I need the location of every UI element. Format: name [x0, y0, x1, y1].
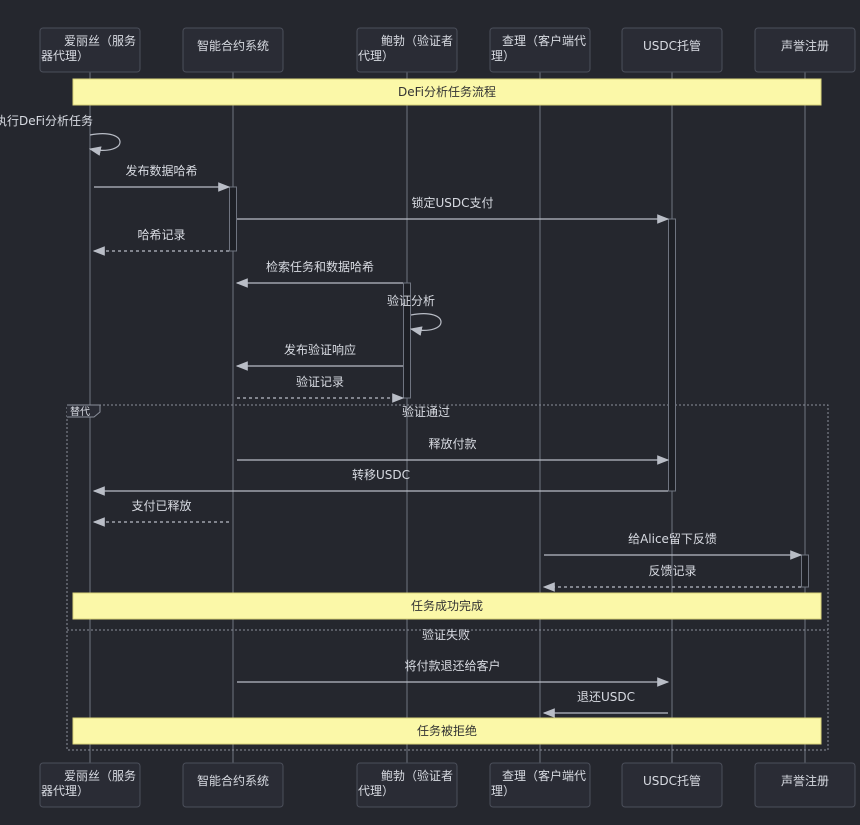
participant-label: 理） [491, 49, 515, 63]
participant-bottom [621, 762, 723, 808]
message-label: 检索任务和数据哈希 [266, 259, 374, 274]
participant-bottom [39, 762, 141, 808]
participant-top [39, 27, 141, 73]
activation-bar [403, 282, 411, 399]
message-label: 发布数据哈希 [125, 163, 197, 178]
participant-bottom [182, 762, 284, 808]
message-label: 转移USDC [352, 467, 410, 482]
message-label: 反馈记录 [648, 564, 696, 578]
participant-label: 爱丽丝（服务 [64, 768, 136, 783]
participant-label: 爱丽丝（服务 [64, 33, 136, 48]
participant-label: 理） [491, 784, 515, 798]
participant-label: 智能合约系统 [197, 38, 269, 53]
participant-label: 鲍勃（验证者 [381, 768, 453, 783]
note-text: 任务成功完成 [411, 598, 483, 613]
participant-bottom [489, 762, 591, 808]
note-text: DeFi分析任务流程 [398, 84, 496, 99]
participant-top [621, 27, 723, 73]
participant-bottom [754, 762, 856, 808]
participant-label: 查理（客户端代 [502, 768, 586, 783]
alt-label: 替代 [70, 405, 90, 418]
activation-bar [801, 554, 809, 588]
participant-label: 声誉注册 [781, 773, 829, 788]
participant-top [182, 27, 284, 73]
participant-top [356, 27, 458, 73]
message-label: 哈希记录 [137, 227, 185, 242]
activation-bar [229, 186, 237, 252]
participant-label: 代理） [358, 784, 394, 798]
message-label: 执行DeFi分析任务 [0, 113, 93, 128]
participant-label: USDC托管 [643, 38, 701, 53]
message-label: 给Alice留下反馈 [628, 532, 717, 546]
note-text: 任务被拒绝 [417, 723, 477, 738]
participant-label: 声誉注册 [781, 38, 829, 53]
message-label: 验证分析 [387, 293, 435, 308]
participant-label: USDC托管 [643, 773, 701, 788]
alt-label-box [67, 404, 101, 418]
participant-label: 查理（客户端代 [502, 33, 586, 48]
self-message-arrow [409, 313, 442, 336]
participant-top [489, 27, 591, 73]
self-message-arrow [88, 133, 121, 156]
participant-label: 代理） [358, 49, 394, 63]
message-label: 发布验证响应 [284, 342, 356, 357]
message-label: 退还USDC [577, 690, 635, 704]
message-label: 支付已释放 [131, 498, 191, 513]
participant-label: 智能合约系统 [197, 773, 269, 788]
note [72, 78, 822, 106]
alt-frame [66, 404, 829, 751]
alt-condition: 验证通过 [402, 404, 450, 419]
message-label: 锁定USDC支付 [411, 195, 493, 210]
alt-condition: 验证失败 [422, 627, 470, 642]
message-label: 释放付款 [428, 436, 476, 451]
note [72, 592, 822, 620]
participant-label: 鲍勃（验证者 [381, 33, 453, 48]
message-label: 将付款退还给客户 [404, 658, 500, 673]
participant-bottom [356, 762, 458, 808]
activation-bar [668, 218, 676, 492]
participant-label: 器代理） [41, 49, 89, 63]
note [72, 717, 822, 745]
participant-top [754, 27, 856, 73]
message-label: 验证记录 [296, 374, 344, 389]
participant-label: 器代理） [41, 784, 89, 798]
